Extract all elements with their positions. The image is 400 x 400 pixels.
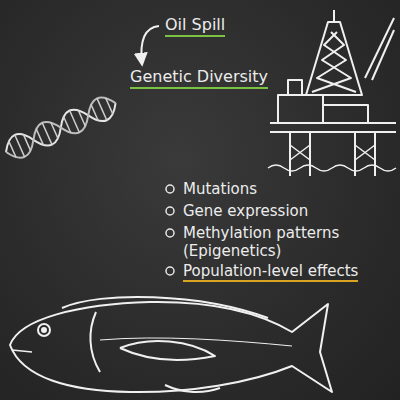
bullet-item: Mutations [183,180,257,198]
bullet-item: Population-level effects [183,262,358,282]
dna-helix [1,92,120,163]
curved-arrow [141,26,159,64]
heading-text: Oil Spill [165,15,225,37]
bullet-item: Methylation patterns (Epigenetics) [183,224,383,260]
oil-platform [268,10,396,176]
text-node: Oil Spill [163,14,227,38]
heading-text: Genetic Diversity [130,67,268,89]
bullet-item: Gene expression [183,202,308,220]
text-node: Genetic Diversity [128,66,270,90]
fish [10,297,332,392]
bullet-circles [166,185,174,275]
